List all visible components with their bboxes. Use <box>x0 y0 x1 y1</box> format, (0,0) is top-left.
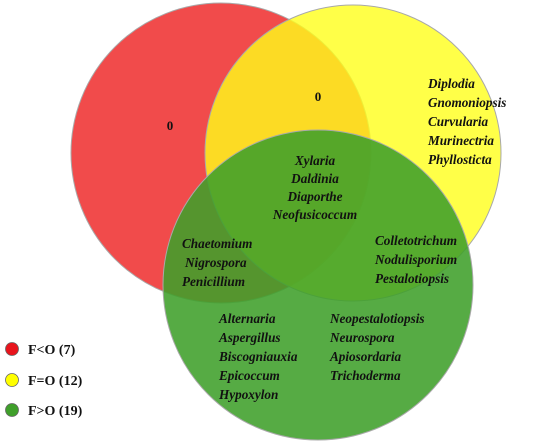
red-green-genus: Penicillium <box>182 274 245 289</box>
yellow-only-genus: Phyllosticta <box>428 152 492 167</box>
yellow-green-genus: Colletotrichum <box>375 233 457 248</box>
red-yellow-count: 0 <box>315 89 322 104</box>
yellow-green-genus: Nodulisporium <box>374 252 457 267</box>
all-three-genus: Xylaria <box>294 153 336 168</box>
green-only-genus: Neurospora <box>329 330 395 345</box>
legend-label-green: F>O (19) <box>28 404 83 419</box>
legend-marker-red <box>5 342 19 356</box>
green-only-genus: Neopestalotiopsis <box>329 311 425 326</box>
all-three-genus: Diaporthe <box>287 189 343 204</box>
green-only-genus: Epicoccum <box>218 368 280 383</box>
all-three-genus: Daldinia <box>290 171 339 186</box>
legend-marker-green <box>5 403 19 417</box>
legend-label-yellow: F=O (12) <box>28 374 83 389</box>
green-only-genus: Trichoderma <box>330 368 401 383</box>
all-three-genus: Neofusicoccum <box>272 207 357 222</box>
red-green-genus: Chaetomium <box>182 236 252 251</box>
green-only-genus: Apiosordaria <box>329 349 401 364</box>
green-only-genus: Aspergillus <box>218 330 281 345</box>
red-only-count: 0 <box>167 118 174 133</box>
green-circle <box>162 129 474 441</box>
yellow-only-genus: Gnomoniopsis <box>428 95 506 110</box>
yellow-only-genus: Diplodia <box>427 76 475 91</box>
yellow-green-genus: Pestalotiopsis <box>375 271 449 286</box>
green-only-genus: Alternaria <box>218 311 276 326</box>
legend-label-red: F<O (7) <box>28 343 76 358</box>
yellow-only-genus: Curvularia <box>428 114 489 129</box>
green-only-genus: Biscogniauxia <box>218 349 298 364</box>
green-only-genus: Hypoxylon <box>218 387 278 402</box>
legend: F<O (7) F=O (12) F>O (19) <box>5 342 83 419</box>
red-green-genus: Nigrospora <box>184 255 247 270</box>
yellow-only-genus: Murinectria <box>427 133 494 148</box>
legend-marker-yellow <box>5 373 19 387</box>
